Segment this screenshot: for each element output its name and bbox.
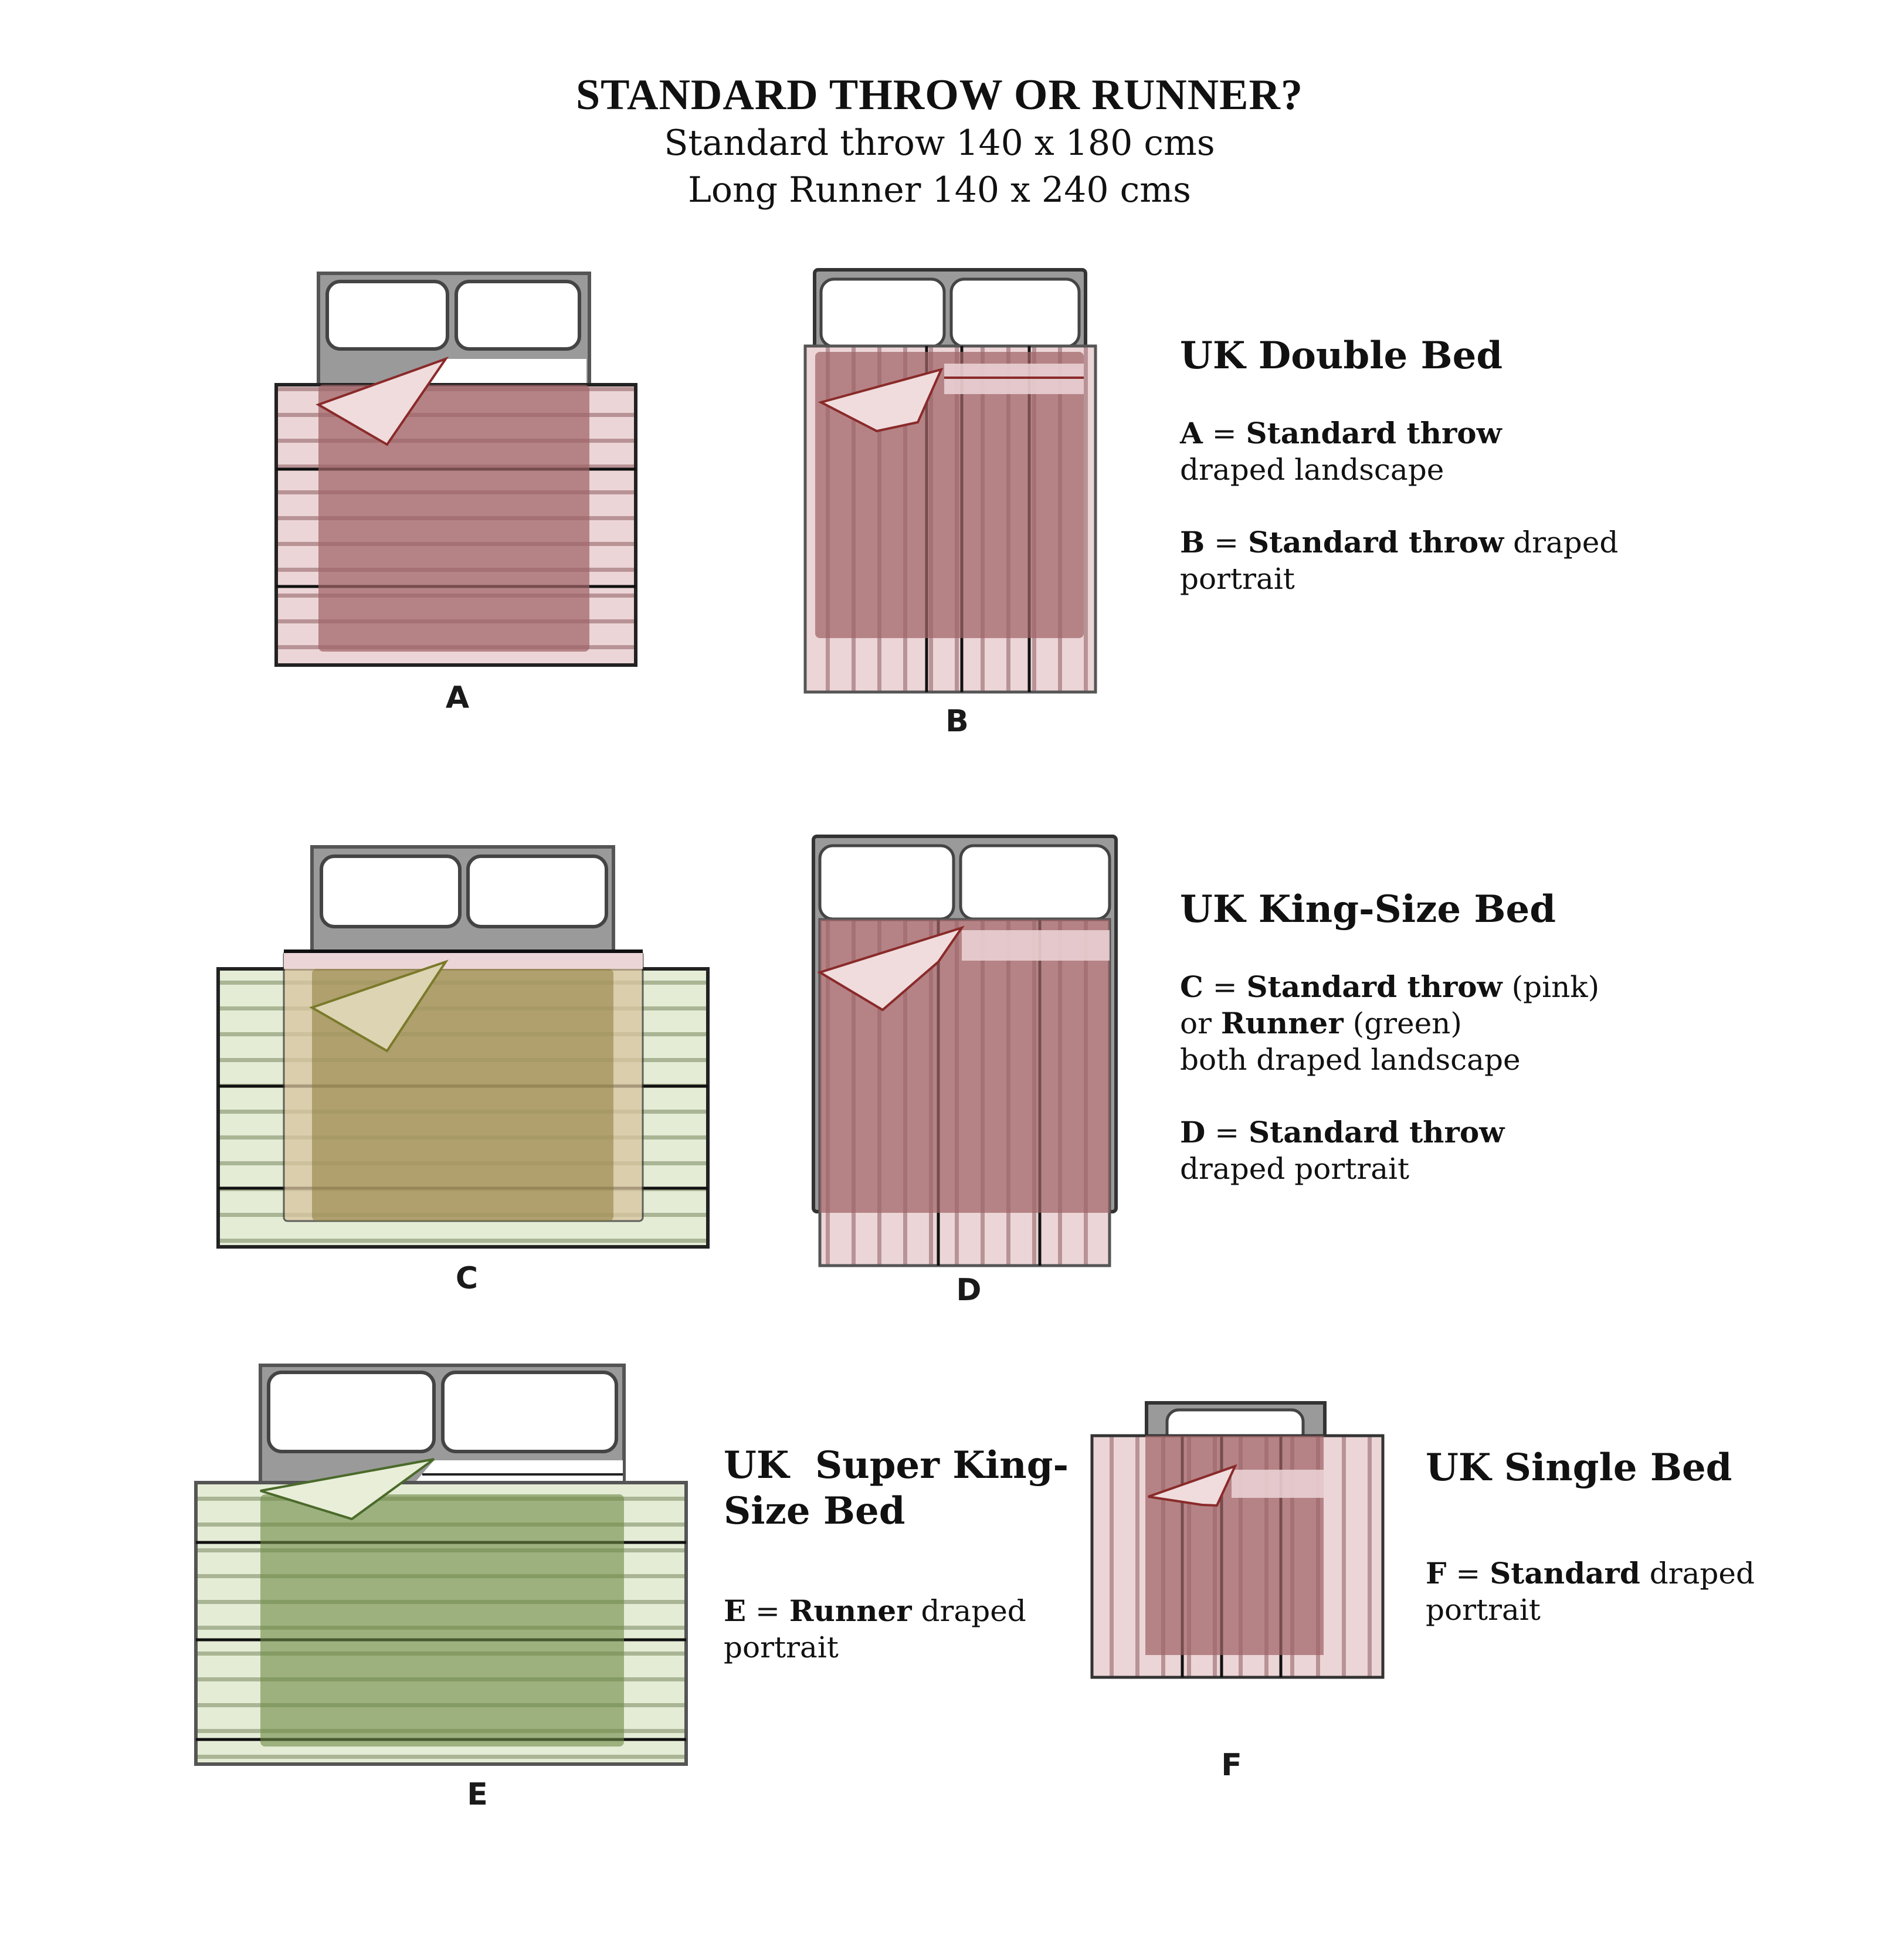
pillow-right (466, 854, 608, 928)
bed-f (1090, 1401, 1385, 1679)
section-title: UK Double Bed (1180, 334, 1503, 378)
bed-d (812, 835, 1118, 1267)
pillow-left (267, 1371, 436, 1453)
label-a: A (445, 680, 470, 715)
pillow-right (455, 280, 581, 351)
option-c: C = Standard throw (pink) (1180, 969, 1600, 1004)
section-king-size-bed: UK King-Size Bed C = Standard throw (pin… (1180, 887, 1825, 1187)
option-c-runner: or Runner (green) (1180, 1006, 1462, 1040)
option-b-detail: portrait (1180, 562, 1295, 596)
label-b: B (945, 704, 969, 739)
folded-corner (316, 357, 449, 446)
pillow-right (949, 277, 1081, 348)
mattress-overlay (260, 1494, 624, 1747)
bed-c (216, 845, 710, 1249)
bed-b (803, 268, 1097, 694)
option-e: E = Runner draped (724, 1593, 1026, 1628)
section-title-line2: Size Bed (724, 1489, 905, 1533)
option-a-detail: draped landscape (1180, 453, 1444, 487)
label-e: E (467, 1777, 488, 1812)
bed-a (274, 272, 637, 667)
pillow-left (819, 277, 946, 348)
section-double-bed: UK Double Bed A = Standard throw draped … (1180, 333, 1825, 597)
label-c: C (455, 1261, 479, 1296)
option-a: A = Standard throw (1180, 416, 1502, 450)
page-title: STANDARD THROW OR RUNNER? (576, 71, 1303, 119)
pillow-left (325, 280, 449, 351)
section-title: UK Single Bed (1426, 1446, 1732, 1490)
mattress-overlay (318, 385, 589, 652)
folded-corner (260, 1458, 435, 1521)
label-d: D (956, 1273, 982, 1308)
bed-e (194, 1364, 688, 1766)
section-single-bed: UK Single Bed F = Standard draped portra… (1426, 1445, 1848, 1628)
section-title-line1: UK Super King- (724, 1443, 1069, 1487)
page-header: STANDARD THROW OR RUNNER? Standard throw… (0, 70, 1879, 213)
folded-corner (817, 925, 965, 1012)
folded-corner (309, 959, 449, 1053)
label-f: F (1221, 1748, 1242, 1783)
option-f: F = Standard draped (1426, 1556, 1755, 1591)
option-c-detail: both draped landscape (1180, 1043, 1521, 1077)
folded-corner (818, 367, 944, 433)
long-runner-size: Long Runner 140 x 240 cms (688, 169, 1191, 211)
standard-throw-size: Standard throw 140 x 180 cms (664, 123, 1215, 164)
option-f-detail: portrait (1426, 1593, 1541, 1627)
section-title: UK King-Size Bed (1180, 887, 1556, 931)
option-b: B = Standard throw draped (1180, 525, 1619, 559)
section-super-king-size-bed: UK Super King- Size Bed E = Runner drape… (724, 1443, 1099, 1666)
option-d: D = Standard throw (1180, 1115, 1505, 1149)
option-e-detail: portrait (724, 1630, 839, 1664)
pillow-right (959, 844, 1111, 921)
pillow-right (441, 1371, 618, 1453)
option-d-detail: draped portrait (1180, 1152, 1410, 1186)
pillow-left (818, 844, 955, 921)
pillow-left (320, 854, 462, 928)
folded-corner (1148, 1464, 1237, 1507)
